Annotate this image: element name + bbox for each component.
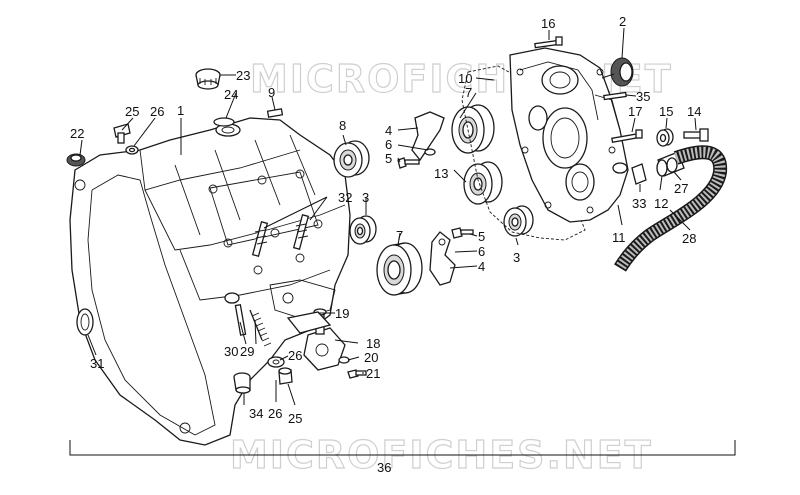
sleeve-33 xyxy=(631,163,647,185)
callout-32: 32 xyxy=(338,190,352,205)
screw-21 xyxy=(347,369,367,379)
cap-23 xyxy=(195,68,221,90)
callout-6-lower: 6 xyxy=(478,244,485,259)
callout-21: 21 xyxy=(366,366,380,381)
gasket-19 xyxy=(286,311,332,334)
bearing-13 xyxy=(463,161,503,205)
o-ring-24 xyxy=(213,117,235,127)
screw-14 xyxy=(683,128,709,142)
threaded-studs xyxy=(251,214,310,257)
seal-2 xyxy=(610,57,634,87)
callout-28: 28 xyxy=(682,231,696,246)
callout-23: 23 xyxy=(236,68,250,83)
pin-9 xyxy=(266,108,284,118)
callout-25-top: 25 xyxy=(125,104,139,119)
callout-26-bottom: 26 xyxy=(268,406,282,421)
seal-31 xyxy=(76,308,94,336)
bearing-7-upper xyxy=(451,104,495,154)
plug-34 xyxy=(233,372,251,394)
callout-1: 1 xyxy=(177,103,184,118)
callout-17: 17 xyxy=(628,104,642,119)
callout-27: 27 xyxy=(674,181,688,196)
bearing-3-right xyxy=(503,205,534,237)
callout-26-mid: 26 xyxy=(288,348,302,363)
callout-6-upper: 6 xyxy=(385,137,392,152)
callout-19: 19 xyxy=(335,306,349,321)
callout-2: 2 xyxy=(619,14,626,29)
leader-lines xyxy=(69,27,736,456)
washer-26-bottom xyxy=(267,356,285,368)
callout-20: 20 xyxy=(364,350,378,365)
callout-33: 33 xyxy=(632,196,646,211)
callout-5-lower: 5 xyxy=(478,229,485,244)
bearing-8 xyxy=(333,140,370,178)
assembly-callout-36: 36 xyxy=(377,460,391,475)
retainer-4-lower xyxy=(429,231,456,286)
callout-25-bottom: 25 xyxy=(288,411,302,426)
callout-16: 16 xyxy=(541,16,555,31)
callout-10: 10 xyxy=(458,71,472,86)
hose-28 xyxy=(614,145,728,272)
callout-7-upper: 7 xyxy=(465,85,472,100)
plug-25-top xyxy=(113,123,131,144)
pin-35 xyxy=(603,91,627,101)
callout-3-left: 3 xyxy=(362,190,369,205)
callout-14: 14 xyxy=(687,104,701,119)
callout-7-lower: 7 xyxy=(396,228,403,243)
callout-29: 29 xyxy=(240,344,254,359)
gearbox-housing xyxy=(69,117,351,446)
callout-18: 18 xyxy=(366,336,380,351)
callout-3-right: 3 xyxy=(513,250,520,265)
callout-11: 11 xyxy=(612,230,626,245)
callout-15: 15 xyxy=(659,104,673,119)
bearing-3-left xyxy=(349,215,377,245)
callout-9: 9 xyxy=(268,85,275,100)
callouts: 1 2 3 3 4 4 5 5 6 6 7 7 8 9 10 11 12 13 … xyxy=(70,14,701,475)
retainer-4-upper xyxy=(411,111,445,162)
end-cover-housing xyxy=(509,47,629,223)
callout-13: 13 xyxy=(434,166,448,181)
callout-5-upper: 5 xyxy=(385,151,392,166)
bearing-7-lower xyxy=(376,242,423,296)
callout-24: 24 xyxy=(224,87,238,102)
washer-20 xyxy=(338,356,350,364)
seal-22 xyxy=(66,153,86,167)
callout-30: 30 xyxy=(224,344,238,359)
bolt-17 xyxy=(611,129,643,143)
callout-8: 8 xyxy=(339,118,346,133)
plug-25-bottom xyxy=(278,367,293,385)
callout-22: 22 xyxy=(70,126,84,141)
bolt-16 xyxy=(534,36,563,49)
callout-4-lower: 4 xyxy=(478,259,485,274)
screw-5-lower xyxy=(451,227,474,239)
washer-6-upper xyxy=(424,148,436,156)
callout-35: 35 xyxy=(636,89,650,104)
callout-12: 12 xyxy=(654,196,668,211)
callout-31: 31 xyxy=(90,356,104,371)
o-ring-27 xyxy=(666,157,678,173)
bushing-15 xyxy=(656,128,674,147)
callout-4-upper: 4 xyxy=(385,123,392,138)
callout-34: 34 xyxy=(249,406,263,421)
washer-26-top xyxy=(125,145,139,155)
callout-26-top: 26 xyxy=(150,104,164,119)
screw-5-upper xyxy=(397,157,420,169)
